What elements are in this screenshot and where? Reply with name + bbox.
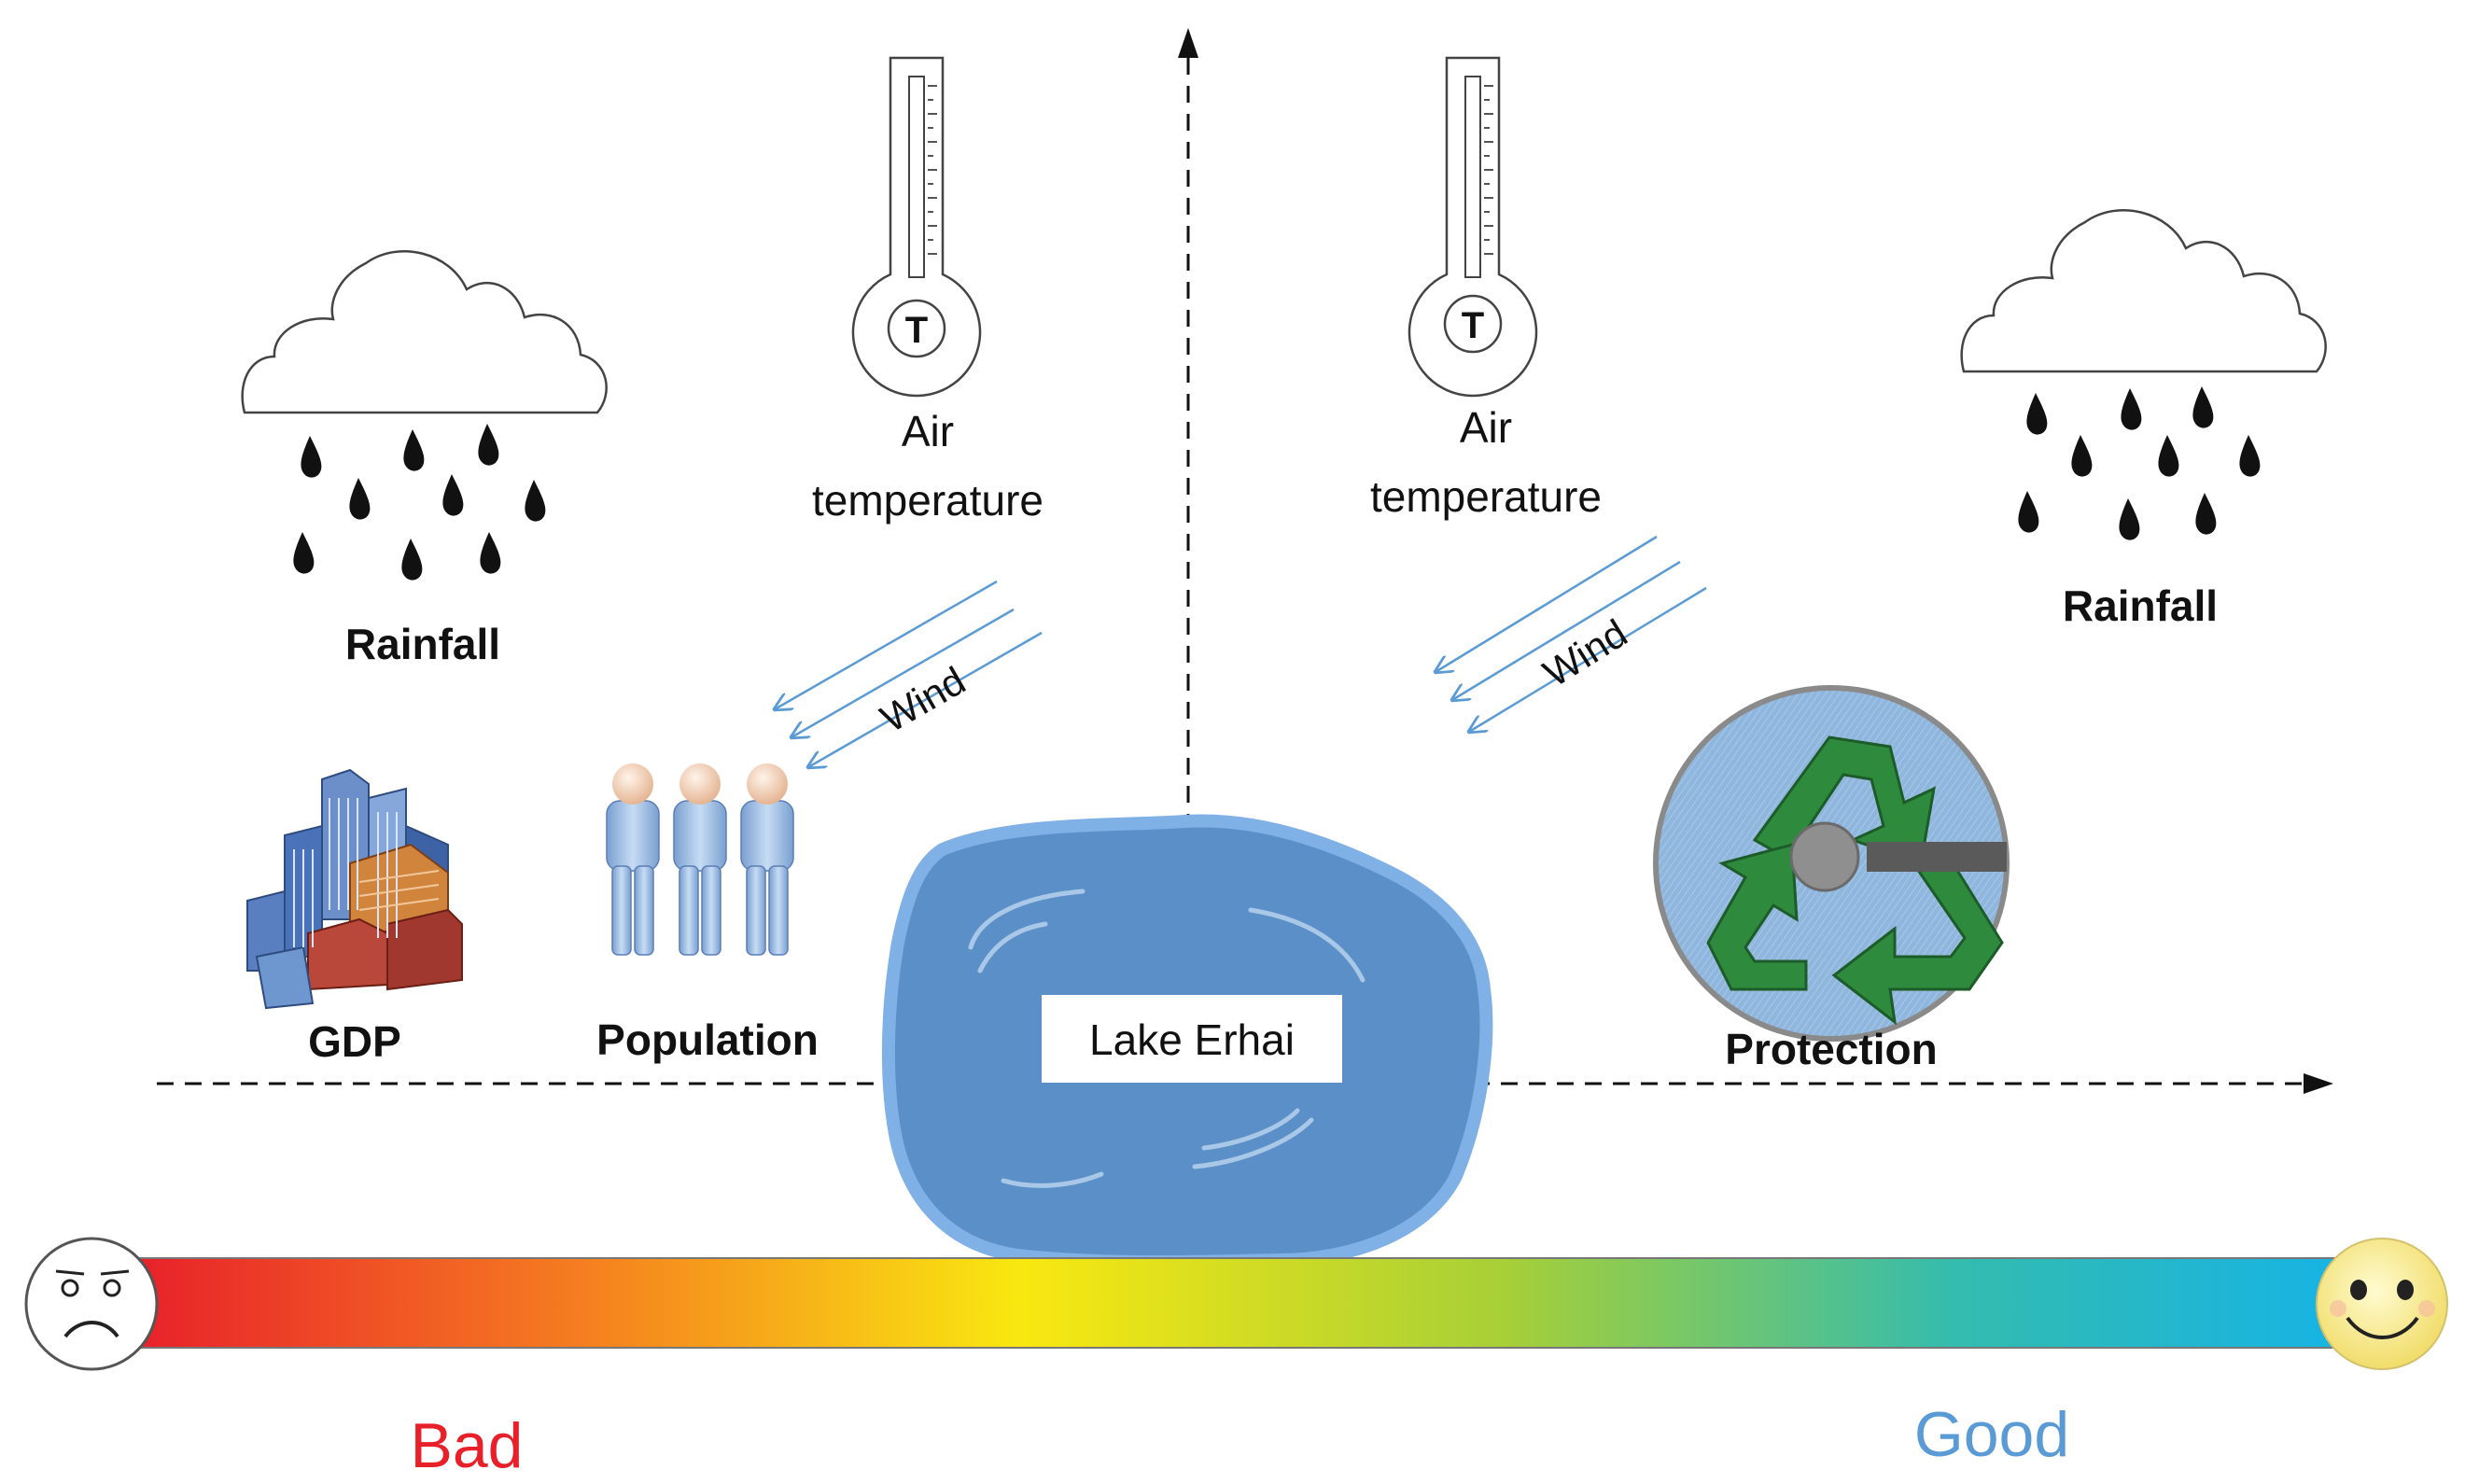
- rain-cloud-icon: [1960, 209, 2327, 540]
- air-temp-right-line2: temperature: [1370, 472, 1602, 521]
- thermometer-left: T: [851, 56, 982, 398]
- quality-scale: Bad Good: [24, 1237, 2448, 1481]
- gate-bar: [1867, 842, 2007, 872]
- sad-face-icon: [24, 1237, 159, 1371]
- gradient-bar: [130, 1257, 2353, 1349]
- protection-label: Protection: [1725, 1025, 1937, 1073]
- rain-cloud-right: [1960, 209, 2327, 540]
- protection-badge: [1653, 685, 2010, 1042]
- gate-pivot: [1789, 821, 1860, 892]
- people-group-icon: [606, 763, 794, 956]
- rain-cloud-icon: [241, 250, 608, 581]
- rain-cloud-left: [241, 250, 608, 581]
- wind-right: Wind: [1436, 535, 1707, 732]
- person-icon: [606, 763, 660, 956]
- rainfall-right-label: Rainfall: [2063, 581, 2218, 630]
- air-temp-left-line2: temperature: [812, 476, 1043, 525]
- air-temp-right-line1: Air: [1460, 403, 1512, 452]
- air-temp-left-line1: Air: [902, 407, 954, 455]
- gdp-label: GDP: [308, 1017, 401, 1066]
- person-icon: [673, 763, 727, 956]
- rainfall-left-label: Rainfall: [345, 620, 500, 668]
- person-icon: [740, 763, 794, 956]
- axis-arrow-up-icon: [1178, 28, 1198, 58]
- thermometer-letter-right: T: [1462, 305, 1484, 346]
- vertical-axis: [1178, 28, 1198, 831]
- wind-arrows-icon: [775, 580, 1043, 767]
- lake-erhai: Lake Erhai: [881, 814, 1493, 1269]
- thermometer-letter-left: T: [905, 310, 928, 351]
- recycle-icon: [1706, 735, 2004, 1026]
- lake-ripples: [968, 889, 1366, 1188]
- thermometer-right: T: [1408, 56, 1538, 398]
- wind-arrows-icon: [1436, 535, 1707, 732]
- horizontal-axis: [157, 1073, 2333, 1094]
- axis-arrow-right-icon: [2304, 1073, 2333, 1094]
- good-label: Good: [1914, 1399, 2069, 1470]
- thermometer-icon: T: [851, 56, 982, 398]
- wind-right-label: Wind: [1535, 610, 1634, 695]
- lake-label: Lake Erhai: [1089, 1015, 1295, 1064]
- population-label: Population: [596, 1015, 819, 1064]
- lake-label-box: [1042, 995, 1342, 1083]
- city-buildings-icon: [246, 768, 463, 1010]
- smiley-face-icon: [2316, 1238, 2448, 1370]
- wind-left-label: Wind: [874, 658, 973, 741]
- wind-left: Wind: [775, 580, 1043, 767]
- bad-label: Bad: [411, 1410, 524, 1481]
- thermometer-icon: T: [1408, 56, 1538, 398]
